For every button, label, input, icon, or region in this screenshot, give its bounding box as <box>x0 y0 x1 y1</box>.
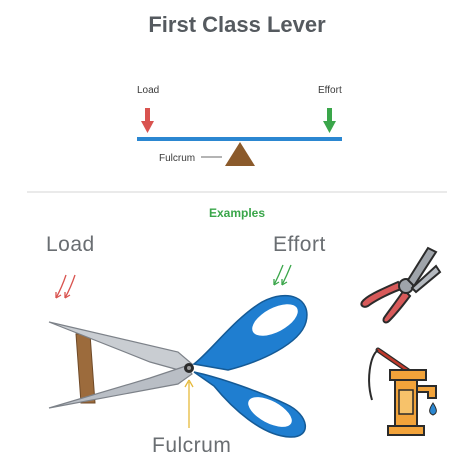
lever-beam <box>137 137 342 141</box>
load-small-arrows <box>55 274 76 299</box>
effort-arrow <box>323 108 336 133</box>
diagram-load-label: Load <box>137 85 160 96</box>
wooden-block <box>75 333 96 404</box>
diagram-fulcrum-label: Fulcrum <box>159 153 196 164</box>
load-arrow <box>141 108 154 133</box>
pliers-icon <box>360 246 442 324</box>
scissors-load-label: Load <box>46 233 95 256</box>
upper-blade <box>48 321 193 373</box>
diagram-effort-label: Effort <box>318 85 342 96</box>
lever-diagram <box>137 108 342 166</box>
water-pump-icon <box>368 347 437 436</box>
page-title: First Class Lever <box>148 12 326 37</box>
fulcrum-triangle <box>225 142 255 166</box>
effort-small-arrows <box>273 264 292 286</box>
scissors-effort-label: Effort <box>273 233 326 256</box>
lower-blade <box>48 365 193 409</box>
examples-heading: Examples <box>208 206 266 220</box>
scissors-fulcrum-label: Fulcrum <box>152 434 232 457</box>
scissors-icon <box>48 294 308 438</box>
